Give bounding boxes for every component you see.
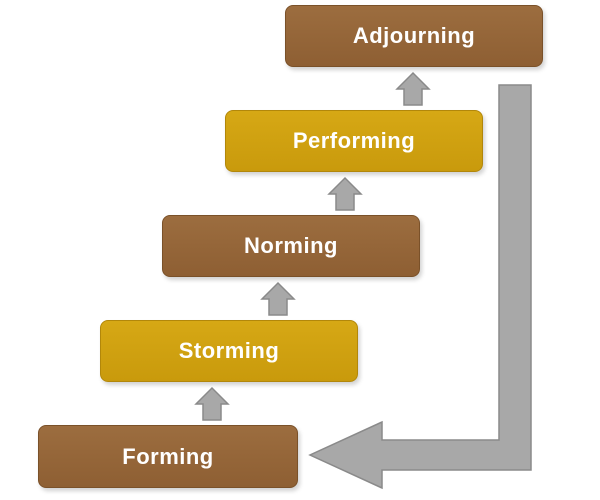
stage-adjourning-label: Adjourning: [352, 23, 476, 48]
stage-performing-label: Performing: [292, 128, 416, 153]
stage-norming: Norming: [162, 215, 420, 277]
stage-storming: Storming: [100, 320, 358, 382]
stage-adjourning: Adjourning: [285, 5, 543, 67]
stage-norming-label: Norming: [244, 233, 338, 258]
stage-forming-label: Forming: [122, 443, 214, 469]
stage-performing: Performing: [225, 110, 483, 172]
stage-storming-label: Storming: [178, 338, 280, 363]
return-arrow-adjourning-to-forming: [308, 84, 532, 490]
up-arrow-performing-to-adjourning: [395, 71, 431, 106]
stage-forming: Forming: [38, 425, 298, 488]
up-arrow-forming-to-storming: [194, 386, 230, 421]
up-arrow-storming-to-norming: [260, 281, 296, 316]
up-arrow-norming-to-performing: [327, 176, 363, 211]
